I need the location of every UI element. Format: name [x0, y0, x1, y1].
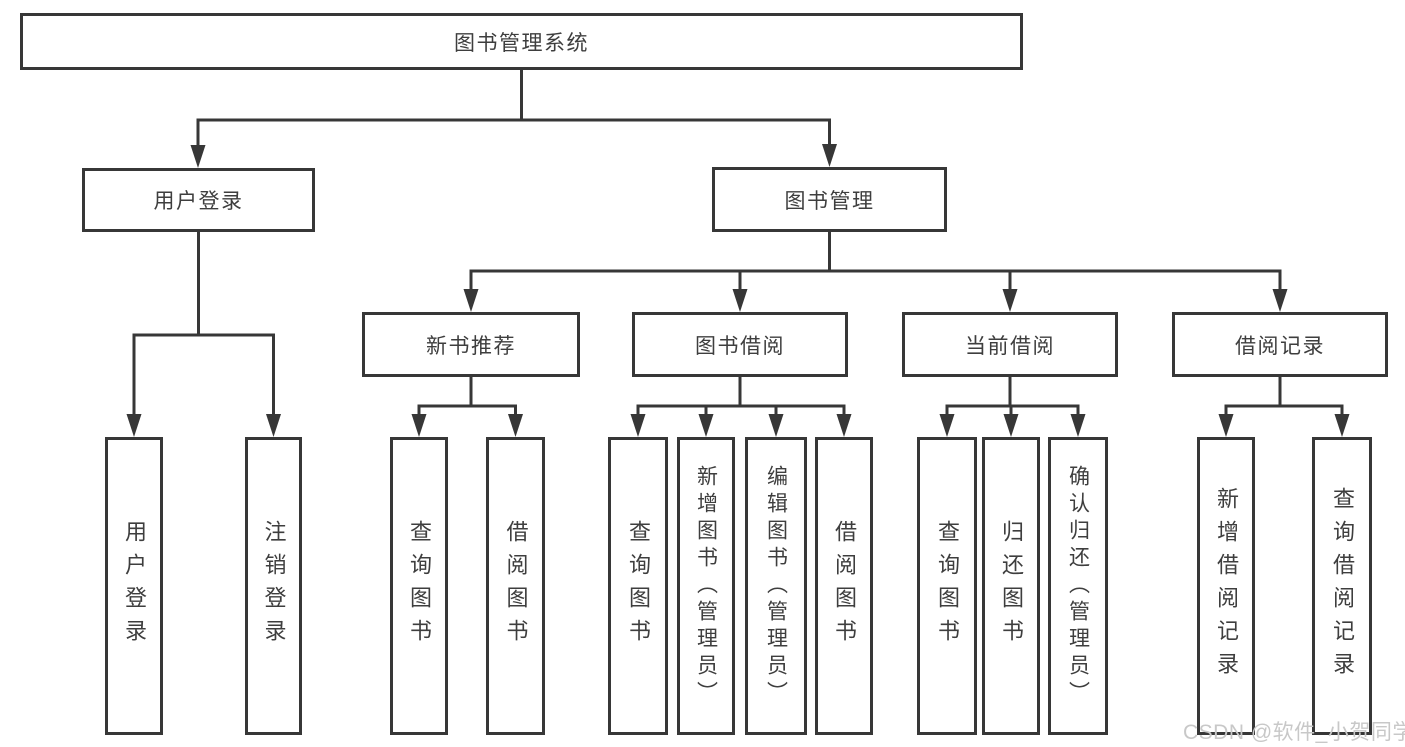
node-book-management: 图书管理 [712, 167, 947, 232]
edge-root-to-level2 [196, 70, 831, 148]
edge-borrow-to-leaves [636, 377, 846, 416]
leaf-borrowing-add-books-admin: 新增图书（管理员） [677, 437, 735, 735]
leaf-records-add-record: 新增借阅记录 [1197, 437, 1255, 735]
edge-newbook-to-leaves [417, 377, 517, 416]
leaf-borrowing-edit-books-admin: 编辑图书（管理员） [745, 437, 807, 735]
leaf-logout: 注销登录 [245, 437, 302, 735]
leaf-current-query-books: 查询图书 [917, 437, 977, 735]
leaf-recommend-borrow-books: 借阅图书 [486, 437, 545, 735]
node-borrowing-records: 借阅记录 [1172, 312, 1388, 377]
leaf-records-query-record: 查询借阅记录 [1312, 437, 1372, 735]
leaf-recommend-query-books: 查询图书 [390, 437, 448, 735]
node-book-borrowing: 图书借阅 [632, 312, 848, 377]
leaf-current-return-books: 归还图书 [982, 437, 1040, 735]
edge-userlogin-to-leaves [132, 232, 275, 416]
node-new-book-recommend: 新书推荐 [362, 312, 580, 377]
leaf-current-confirm-return-admin: 确认归还（管理员） [1048, 437, 1108, 735]
leaf-borrowing-borrow-books: 借阅图书 [815, 437, 873, 735]
edge-records-to-leaves [1224, 377, 1344, 416]
csdn-watermark: CSDN @软件_小贺同学 [1183, 721, 1405, 744]
node-user-login: 用户登录 [82, 168, 315, 232]
leaf-borrowing-query-books: 查询图书 [608, 437, 668, 735]
leaf-user-login: 用户登录 [105, 437, 163, 735]
node-root-library-system: 图书管理系统 [20, 13, 1023, 70]
edge-current-to-leaves [945, 377, 1080, 416]
edge-bookmgmt-to-level3 [469, 232, 1282, 291]
node-current-borrowing: 当前借阅 [902, 312, 1118, 377]
